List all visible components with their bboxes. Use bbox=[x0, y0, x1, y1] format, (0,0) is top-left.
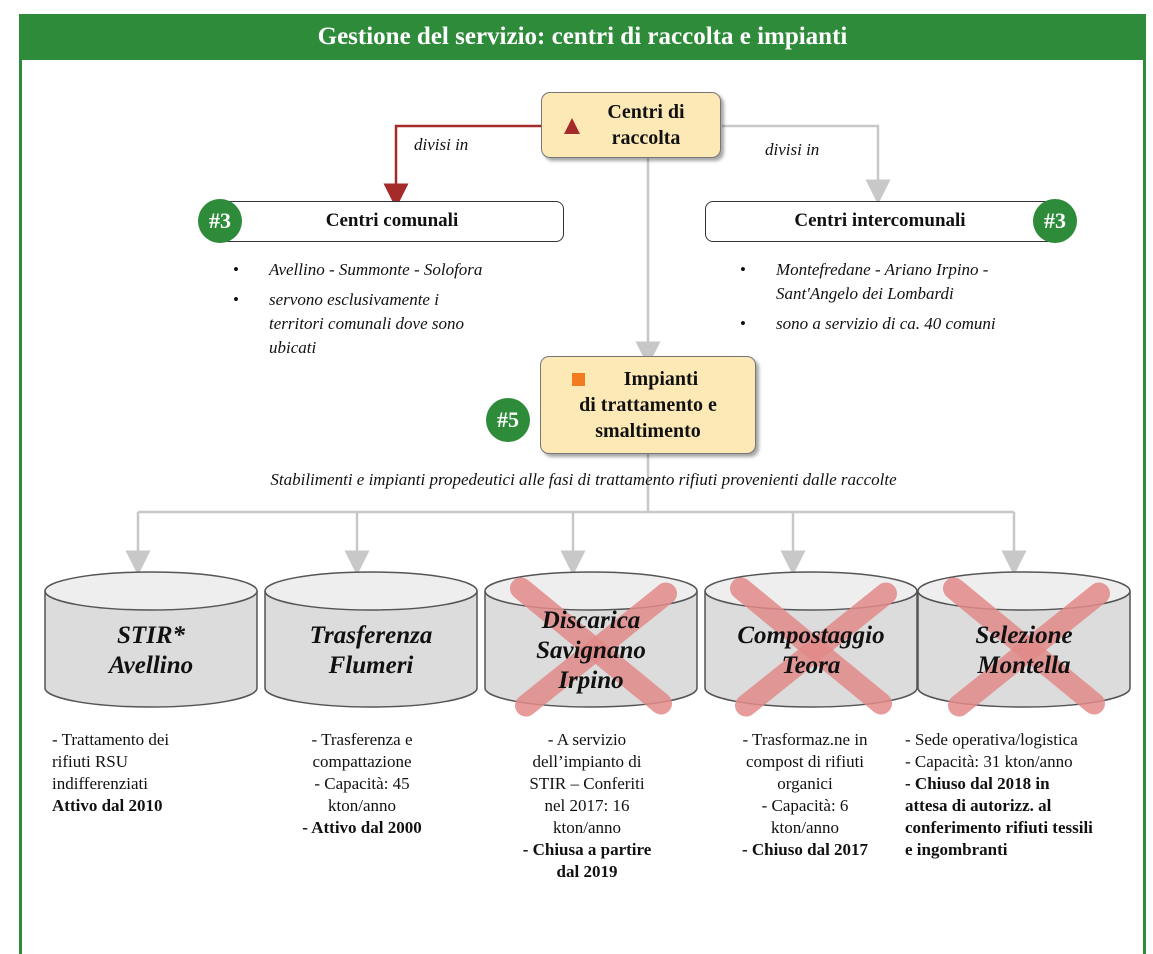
status-line: dal 2019 bbox=[556, 862, 618, 881]
plant-name-line: Teora bbox=[781, 651, 841, 679]
plant-description: - Trasformaz.ne in compost di rifiuti orga… bbox=[700, 729, 910, 861]
description-line: rifiuti RSU bbox=[52, 752, 129, 771]
comunali-bullets: Avellino - Summonte - Solofora servono e… bbox=[233, 258, 493, 366]
description-line: - Capacità: 31 kton/anno bbox=[905, 752, 1073, 771]
description-line: STIR – Conferiti bbox=[529, 774, 645, 793]
plant-description: - Sede operativa/logistica - Capacità: 31… bbox=[905, 729, 1145, 861]
plant-name-line: Savignano bbox=[536, 636, 646, 664]
status-line: attesa di autorizz. al bbox=[905, 796, 1052, 815]
plant-name-line: STIR* bbox=[116, 621, 186, 649]
plant-name-line: Avellino bbox=[108, 651, 194, 679]
description-line: - A servizio bbox=[547, 730, 627, 749]
list-item: sono a servizio di ca. 40 comuni bbox=[740, 312, 1000, 336]
description-line: - Capacità: 6 bbox=[761, 796, 849, 815]
plant-name-line: Montella bbox=[977, 651, 1071, 679]
impianti-line2: di trattamento e bbox=[579, 394, 717, 416]
divisi-in-left: divisi in bbox=[414, 135, 469, 154]
centri-raccolta-line1: Centri di bbox=[607, 101, 685, 123]
plant-name-line: Selezione bbox=[975, 621, 1073, 649]
centri-intercomunali-box: Centri intercomunali bbox=[705, 201, 1055, 242]
status-line: - Attivo dal 2000 bbox=[302, 818, 422, 837]
closed-cross-icon bbox=[943, 577, 1110, 717]
list-item: Montefredane - Ariano Irpino - Sant'Ange… bbox=[740, 258, 1000, 306]
divisi-in-right: divisi in bbox=[765, 140, 820, 159]
description-line: nel 2017: 16 bbox=[544, 796, 630, 815]
centri-raccolta-line2: raccolta bbox=[611, 127, 681, 149]
intercomunali-count-badge: #3 bbox=[1033, 199, 1077, 243]
description-line: kton/anno bbox=[328, 796, 396, 815]
plant-description: - A servizio dell’impianto di STIR – Confe… bbox=[482, 729, 692, 883]
plant-name-line: Trasferenza bbox=[309, 621, 433, 649]
description-line: kton/anno bbox=[553, 818, 621, 837]
arrow-to-comunali bbox=[383, 124, 541, 209]
plant-name-line: Irpino bbox=[558, 666, 624, 694]
impianti-line1: Impianti bbox=[623, 368, 699, 390]
plant-cylinder bbox=[44, 571, 258, 708]
arrow-to-intercomunali bbox=[722, 124, 891, 205]
description-line: - Capacità: 45 bbox=[314, 774, 410, 793]
intercomunali-bullets: Montefredane - Ariano Irpino - Sant'Ange… bbox=[740, 258, 1000, 342]
page-title: Gestione del servizio: centri di raccolt… bbox=[19, 14, 1146, 60]
plant-cylinder bbox=[264, 571, 478, 708]
plant-name-line: Flumeri bbox=[328, 651, 414, 679]
centri-comunali-box: Centri comunali bbox=[220, 201, 564, 242]
list-item: servono esclusivamente i territori comun… bbox=[233, 288, 493, 360]
status-line: - Chiusa a partire bbox=[522, 840, 652, 859]
closed-cross-icon bbox=[510, 577, 677, 717]
plant-description: - Trasferenza e compattazione - Capacità: … bbox=[262, 729, 462, 839]
status-line: - Chiuso dal 2017 bbox=[741, 840, 869, 859]
impianti-box: Impianti di trattamento e smaltimento bbox=[540, 356, 756, 454]
list-item: Avellino - Summonte - Solofora bbox=[233, 258, 493, 282]
description-line: compost di rifiuti bbox=[745, 752, 865, 771]
description-line: compattazione bbox=[312, 752, 412, 771]
centri-comunali-title: Centri comunali bbox=[325, 210, 459, 231]
orange-square-icon bbox=[572, 373, 585, 386]
plant-card: STIR*Avellino bbox=[45, 572, 257, 707]
status-line: e ingombranti bbox=[905, 840, 1008, 859]
status-line: conferimento rifiuti tessili bbox=[905, 818, 1093, 837]
description-line: - Trasformaz.ne in bbox=[742, 730, 868, 749]
comunali-count-badge: #3 bbox=[198, 199, 242, 243]
impianti-count-badge: #5 bbox=[486, 398, 530, 442]
slide-frame bbox=[19, 14, 1146, 954]
plant-name: STIR*Avellino bbox=[45, 594, 257, 707]
description-line: - Trattamento dei bbox=[52, 730, 170, 749]
centri-intercomunali-title: Centri intercomunali bbox=[794, 210, 966, 231]
status-line: Attivo dal 2010 bbox=[52, 796, 163, 815]
plant-name-line: Compostaggio bbox=[737, 621, 885, 649]
description-line: - Trasferenza e bbox=[311, 730, 413, 749]
red-triangle-icon bbox=[564, 118, 580, 134]
centri-raccolta-box: Centri di raccolta bbox=[541, 92, 721, 158]
description-line: dell’impianto di bbox=[532, 752, 642, 771]
description-line: kton/anno bbox=[771, 818, 839, 837]
description-line: - Sede operativa/logistica bbox=[905, 730, 1078, 749]
stabilimenti-caption: Stabilimenti e impianti propedeutici all… bbox=[270, 470, 897, 489]
closed-cross-icon bbox=[730, 577, 897, 717]
status-line: - Chiuso dal 2018 in bbox=[905, 774, 1050, 793]
description-line: organici bbox=[777, 774, 833, 793]
plant-description: - Trattamento dei rifiuti RSU indifferenzi… bbox=[52, 729, 242, 817]
impianti-line3: smaltimento bbox=[595, 420, 701, 442]
description-line: indifferenziati bbox=[52, 774, 148, 793]
plant-name-line: Discarica bbox=[541, 606, 641, 634]
